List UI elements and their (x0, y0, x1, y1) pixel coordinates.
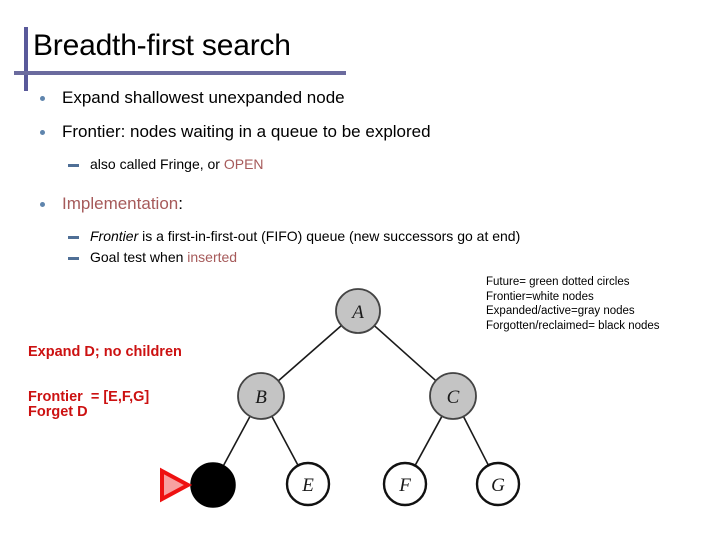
tree-edges-group (222, 324, 490, 467)
node-label-F: F (398, 475, 411, 496)
dash-marker-icon (68, 164, 79, 167)
search-tree-diagram: A B C E F G (160, 288, 521, 508)
bullet-item-frontier-definition: Frontier: nodes waiting in a queue to be… (0, 120, 700, 144)
bullet-item-expand-shallowest: Expand shallowest unexpanded node (0, 86, 700, 110)
tree-edge-A-C (373, 325, 437, 382)
node-circle-B (237, 372, 285, 420)
tree-edge-C-F (414, 415, 443, 466)
node-circle-F (382, 461, 428, 507)
title-horizontal-rule (14, 71, 346, 75)
tree-edge-B-D (222, 415, 251, 467)
node-circle-D (190, 462, 236, 508)
play-triangle-pointer-icon (160, 467, 193, 503)
annotation-line-2: Forget D (28, 404, 88, 420)
sub-bullet-goal-test: Goal test when inserted (0, 247, 700, 268)
page-title: Breadth-first search (33, 29, 291, 62)
bullet-text: Frontier: nodes waiting in a queue to be… (62, 122, 431, 141)
tree-edge-B-E (271, 415, 299, 466)
tree-edge-C-G (462, 416, 490, 466)
node-circle-E (285, 461, 331, 507)
tree-node-E[interactable]: E (285, 461, 331, 507)
bullet-dot-icon (40, 96, 45, 101)
title-vertical-rule (24, 27, 28, 91)
tree-node-G[interactable]: G (475, 461, 521, 507)
bullet-dot-icon (40, 130, 45, 135)
node-circle-A (335, 288, 381, 334)
node-label-E: E (301, 475, 314, 496)
pointer-triangle (160, 467, 193, 503)
bullet-text: Expand shallowest unexpanded node (62, 88, 345, 107)
sub-bullet-fringe-open: also called Fringe, or OPEN (0, 154, 700, 175)
implementation-colon: : (178, 194, 183, 213)
legend-line-2: Frontier=white nodes (486, 290, 594, 303)
node-label-A: A (350, 302, 364, 323)
sub-bullet-fifo-queue: Frontier is a first-in-first-out (FIFO) … (0, 226, 700, 247)
sub-bullet-text: Goal test when (90, 249, 188, 265)
legend-line-1: Future= green dotted circles (486, 276, 630, 288)
tree-node-A[interactable]: A (335, 288, 381, 334)
annotation-frontier-queue: Frontier = [E,F,G] (28, 389, 150, 405)
bullet-item-implementation: Implementation: (0, 192, 700, 216)
tree-node-F[interactable]: F (382, 461, 428, 507)
inserted-keyword: inserted (187, 249, 238, 265)
dash-marker-icon (68, 257, 79, 260)
frontier-emphasis: Frontier (90, 228, 139, 244)
node-label-G: G (491, 475, 505, 496)
legend-line-3: Expanded/active=gray nodes (486, 305, 635, 317)
bullet-dot-icon (40, 202, 45, 207)
bullet-list: Expand shallowest unexpanded node Fronti… (0, 86, 700, 268)
implementation-label: Implementation (62, 194, 179, 213)
sub-bullet-text: is a first-in-first-out (FIFO) queue (ne… (138, 228, 521, 244)
node-label-B: B (255, 387, 267, 408)
node-label-C: C (447, 387, 460, 408)
tree-node-C[interactable]: C (429, 372, 477, 420)
node-circle-C (429, 372, 477, 420)
tree-nodes-group: A B C E F G (190, 288, 521, 508)
open-keyword: OPEN (223, 156, 264, 172)
legend-line-4: Forgotten/reclaimed= black nodes (486, 319, 660, 332)
dash-marker-icon (68, 236, 79, 239)
sub-bullet-text: also called Fringe, or (90, 156, 224, 172)
tree-node-B[interactable]: B (237, 372, 285, 420)
node-circle-G (475, 461, 521, 507)
tree-node-D[interactable] (190, 462, 236, 508)
tree-edge-A-B (277, 324, 342, 382)
annotation-expand-d: Expand D; no children Forget D (28, 302, 182, 442)
title-block: Breadth-first search (0, 0, 720, 95)
annotation-line-1: Expand D; no children (28, 344, 182, 360)
